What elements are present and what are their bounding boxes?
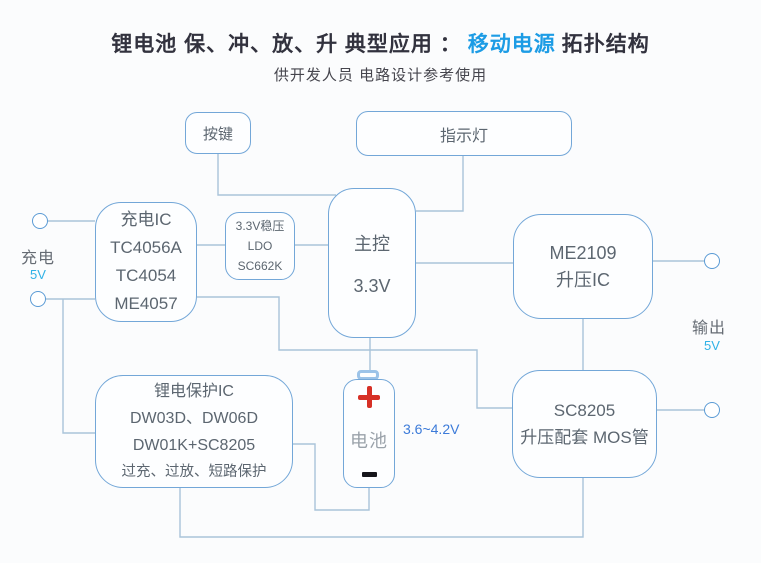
protect-ic-models-2: DW01K+SC8205 xyxy=(132,436,256,454)
wire-battery-to-protect-ic xyxy=(293,443,370,511)
ldo-line-1: 3.3V稳压 xyxy=(235,219,285,233)
title-prefix: 锂电池 保、冲、放、升 典型应用 ： xyxy=(111,33,462,56)
wire-indicator-to-mcu xyxy=(416,156,464,212)
node-battery: 电池 xyxy=(343,379,395,488)
node-indicator-light: 指示灯 xyxy=(356,111,572,156)
charge-ic-model-3: ME4057 xyxy=(114,294,178,313)
mos-label: 升压配套 MOS管 xyxy=(520,428,649,447)
node-indicator-label: 指示灯 xyxy=(439,127,488,145)
wire-charge-ic-to-mos xyxy=(197,296,512,409)
battery-voltage-range: 3.6~4.2V xyxy=(403,421,460,437)
charge-ic-model-1: TC4056A xyxy=(110,238,182,257)
protect-ic-title: 锂电保护IC xyxy=(153,382,234,400)
mos-model: SC8205 xyxy=(553,401,616,420)
node-button-label: 按键 xyxy=(202,125,233,143)
output-port-label: 输出 xyxy=(692,320,727,337)
input-terminal-2 xyxy=(30,291,46,307)
plus-icon xyxy=(358,386,380,408)
output-terminal-2 xyxy=(704,402,720,418)
title-suffix: 拓扑结构 xyxy=(561,33,650,56)
minus-icon xyxy=(361,472,377,477)
protect-ic-functions: 过充、过放、短路保护 xyxy=(121,463,267,480)
node-charge-ic: 充电IC TC4056A TC4054 ME4057 xyxy=(95,202,197,322)
ldo-line-3: SC662K xyxy=(237,259,283,273)
battery-label: 电池 xyxy=(350,431,388,451)
boost-ic-label: 升压IC xyxy=(556,269,610,290)
input-port-voltage: 5V xyxy=(30,267,46,282)
input-terminal-1 xyxy=(32,213,48,229)
protect-ic-models-1: DW03D、DW06D xyxy=(129,409,259,427)
wire-protect-ic-to-mos xyxy=(179,478,584,538)
output-terminal-1 xyxy=(704,253,720,269)
output-port-voltage: 5V xyxy=(704,338,720,353)
wire-button-to-mcu xyxy=(217,154,336,196)
input-port-label: 充电 xyxy=(21,250,56,267)
node-button: 按键 xyxy=(185,112,251,154)
node-boost-ic: ME2109 升压IC xyxy=(513,214,653,319)
title-highlight: 移动电源 xyxy=(467,33,556,56)
boost-ic-model: ME2109 xyxy=(549,242,617,263)
wire-input2-to-protect-ic xyxy=(62,299,95,434)
mcu-label: 主控 xyxy=(354,233,390,254)
node-ldo-regulator: 3.3V稳压 LDO SC662K xyxy=(225,212,295,280)
charge-ic-title: 充电IC xyxy=(120,210,172,229)
node-mos: SC8205 升压配套 MOS管 xyxy=(512,370,657,478)
page-title: 锂电池 保、冲、放、升 典型应用 ：移动电源拓扑结构 xyxy=(0,28,761,58)
charge-ic-model-2: TC4054 xyxy=(115,266,177,285)
mcu-voltage: 3.3V xyxy=(353,275,391,296)
page-subtitle: 供开发人员 电路设计参考使用 xyxy=(273,67,488,84)
node-protect-ic: 锂电保护IC DW03D、DW06D DW01K+SC8205 过充、过放、短路… xyxy=(95,375,293,488)
ldo-line-2: LDO xyxy=(247,239,273,253)
battery-cap xyxy=(357,370,379,380)
node-mcu: 主控 3.3V xyxy=(328,188,416,338)
